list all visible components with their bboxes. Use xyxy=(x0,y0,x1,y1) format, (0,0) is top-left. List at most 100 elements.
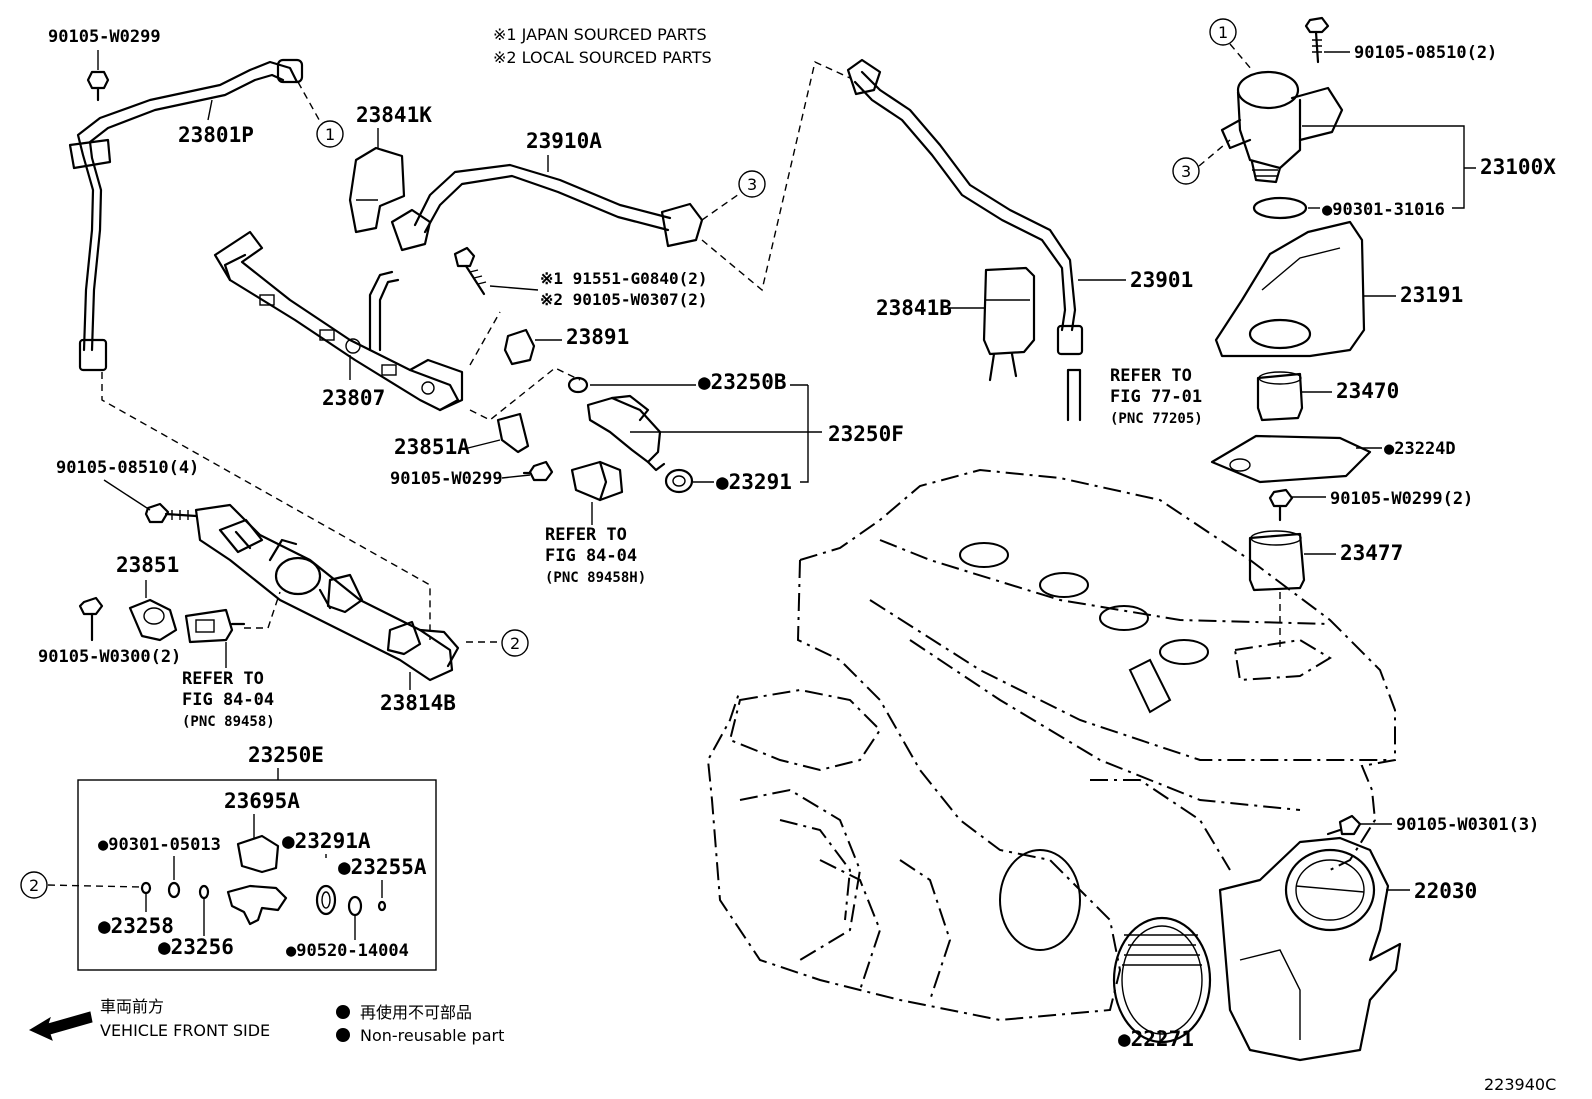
fuel-hose-23901 xyxy=(846,58,1084,356)
label-90301-31016: ●90301-31016 xyxy=(1322,200,1445,220)
label-23801p: 23801P xyxy=(178,123,254,147)
gasket-23224d xyxy=(1210,434,1372,484)
label-23841k: 23841K xyxy=(356,103,432,127)
ref-c-line3: (PNC 77205) xyxy=(1110,411,1203,427)
callout-1-left: 1 xyxy=(325,125,335,144)
callout-1-right: 1 xyxy=(1218,23,1228,42)
label-23470: 23470 xyxy=(1336,379,1399,403)
callout-3-top: 3 xyxy=(747,175,757,194)
fuel-pump-23100x xyxy=(1220,70,1344,184)
injector-kit-frame xyxy=(77,779,437,971)
diagram-id: 223940C xyxy=(1484,1075,1556,1094)
label-91551-g0840: ※1 91551-G0840(2) xyxy=(540,269,708,288)
label-23250f: 23250F xyxy=(828,422,904,446)
callout-circle-1-left xyxy=(316,120,344,148)
label-23224d: ●23224D xyxy=(1384,439,1456,459)
delivery-pipe-23814b xyxy=(194,503,460,682)
clip-23695a xyxy=(236,834,280,874)
label-22271: ●22271 xyxy=(1118,1027,1194,1051)
ref-a-line1: REFER TO xyxy=(545,525,627,545)
callout-3-right: 3 xyxy=(1181,162,1191,181)
bolt-90105-08510-top xyxy=(1304,16,1330,64)
ref-c-line2: FIG 77-01 xyxy=(1110,387,1202,407)
label-23291: ●23291 xyxy=(716,470,792,494)
sensor-23841k xyxy=(348,146,406,234)
label-90105-w0299-top: 90105-W0299 xyxy=(48,27,161,47)
legend-nonreuse-jp: 再使用不可部品 xyxy=(360,1003,472,1022)
o-ring-23250b xyxy=(567,376,589,394)
label-90301-05013: ●90301-05013 xyxy=(98,835,221,855)
fuel-hose-23910a xyxy=(390,163,704,252)
label-23250e: 23250E xyxy=(248,743,324,767)
label-23255a: ●23255A xyxy=(338,855,427,879)
callout-circle-3-right xyxy=(1172,157,1200,185)
collar-23891 xyxy=(503,328,536,366)
callout-circle-3-top xyxy=(738,170,766,198)
ref-b-line2: FIG 84-04 xyxy=(182,690,274,710)
callout-2-right: 2 xyxy=(510,634,520,653)
kit-parts xyxy=(140,881,387,926)
bolt-90105-w0299-right xyxy=(1268,488,1294,522)
legend-dot-icon xyxy=(336,1005,350,1019)
label-90105-08510-4: 90105-08510(4) xyxy=(56,458,199,478)
label-22030: 22030 xyxy=(1414,879,1477,903)
legend-front-jp: 車両前方 xyxy=(100,997,164,1016)
bolt-90105-w0301 xyxy=(1326,814,1362,836)
label-90105-w0299-mid: 90105-W0299 xyxy=(390,469,503,489)
delivery-pipe-23807 xyxy=(213,230,464,412)
fuel-injector-23250f xyxy=(586,394,666,472)
sensor-23841b xyxy=(982,266,1036,382)
seal-23291 xyxy=(664,468,694,494)
bolt-90105-w0300 xyxy=(78,596,104,642)
label-90520-14004: ●90520-14004 xyxy=(286,941,409,961)
label-23841b: 23841B xyxy=(876,296,952,320)
bolt-90105-08510-left xyxy=(144,502,198,524)
ref-c-line1: REFER TO xyxy=(1110,366,1192,386)
vacuum-hose-77205 xyxy=(1066,368,1082,422)
label-90105-08510-2: 90105-08510(2) xyxy=(1354,43,1497,63)
cover-23851 xyxy=(128,598,178,642)
label-23910a: 23910A xyxy=(526,129,602,153)
label-90105-w0301-3: 90105-W0301(3) xyxy=(1396,815,1539,835)
bracket-23851a xyxy=(496,412,530,454)
label-23256: ●23256 xyxy=(158,935,234,959)
label-23851: 23851 xyxy=(116,553,179,577)
ref-a-line3: (PNC 89458H) xyxy=(545,570,646,586)
label-23291a: ●23291A xyxy=(282,829,371,853)
callout-circle-2-right xyxy=(501,629,529,657)
front-direction-arrow xyxy=(28,1011,93,1041)
callout-circle-2-left xyxy=(20,871,48,899)
label-23807: 23807 xyxy=(322,386,385,410)
label-23901: 23901 xyxy=(1130,268,1193,292)
header-note-japan-sourced: ※1 JAPAN SOURCED PARTS xyxy=(493,25,707,44)
label-23851a: 23851A xyxy=(394,435,470,459)
throttle-body-22030 xyxy=(1218,836,1402,1062)
label-23814b: 23814B xyxy=(380,691,456,715)
label-23695a: 23695A xyxy=(224,789,300,813)
pump-bracket-23191 xyxy=(1214,220,1366,358)
ref-b-line1: REFER TO xyxy=(182,669,264,689)
gasket-22271 xyxy=(1112,916,1212,1044)
bolt-90105-w0299-top xyxy=(86,70,110,102)
header-note-local-sourced: ※2 LOCAL SOURCED PARTS xyxy=(493,48,712,67)
ref-a-line2: FIG 84-04 xyxy=(545,546,637,566)
label-23258: ●23258 xyxy=(98,914,174,938)
fuel-tube-23801p xyxy=(68,58,304,372)
label-90105-w0300-2: 90105-W0300(2) xyxy=(38,647,181,667)
label-90105-w0299-2: 90105-W0299(2) xyxy=(1330,489,1473,509)
label-23250b: ●23250B xyxy=(698,370,787,394)
engine-block-outline xyxy=(706,468,1396,1022)
pump-lifter-23470 xyxy=(1256,371,1304,422)
callout-2-left: 2 xyxy=(29,876,39,895)
legend-front-en: VEHICLE FRONT SIDE xyxy=(100,1021,270,1040)
fuel-pressure-sensor-89458h xyxy=(570,460,624,502)
fuel-pressure-sensor-89458 xyxy=(184,608,246,644)
label-23477: 23477 xyxy=(1340,541,1403,565)
label-23191: 23191 xyxy=(1400,283,1463,307)
ref-b-line3: (PNC 89458) xyxy=(182,714,275,730)
legend-dot-icon-2 xyxy=(336,1028,350,1042)
bolt-90105-w0299-mid xyxy=(522,460,554,482)
label-90105-w0307: ※2 90105-W0307(2) xyxy=(540,290,708,309)
label-23100x: 23100X xyxy=(1480,155,1556,179)
